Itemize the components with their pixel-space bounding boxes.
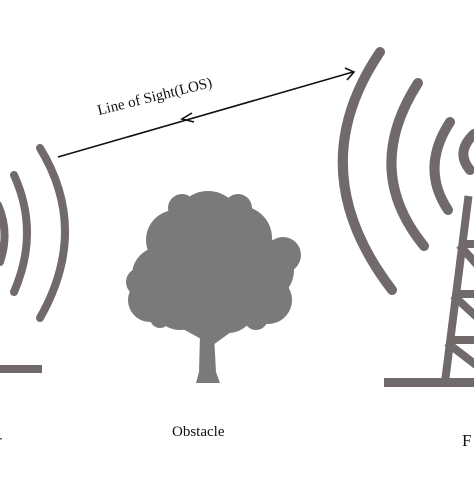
los-arrowhead-right: [344, 67, 356, 81]
right-device-label-partial: F: [462, 431, 472, 450]
tower-cross-2: [450, 292, 474, 320]
left-device-label-partial: r: [0, 431, 2, 451]
left-signal-arc-inner: [0, 201, 9, 266]
left-antenna-base: [0, 365, 42, 373]
tower-base: [384, 378, 474, 387]
left-signal-arc-middle: [10, 171, 31, 296]
right-signal-arcs: [337, 47, 474, 295]
los-arrowhead-middle: [179, 112, 195, 123]
left-signal-arc-outer: [36, 144, 69, 322]
los-line: [57, 71, 354, 158]
los-double-arrow-icon: [57, 67, 356, 158]
left-antenna-signal-icon: [0, 144, 69, 373]
right-signal-arc-middle: [386, 78, 429, 251]
right-signal-arc-small: [458, 129, 474, 175]
tower-cross-1: [456, 242, 474, 268]
tree-trunk: [196, 335, 220, 383]
tree-icon: [126, 191, 301, 383]
tower-structure: [440, 195, 474, 387]
right-cell-tower-icon: [337, 47, 474, 387]
tree-canopy: [126, 191, 301, 338]
tower-cross-3: [444, 339, 474, 369]
right-signal-arc-outer: [337, 47, 397, 295]
obstacle-label: Obstacle: [172, 424, 225, 440]
right-signal-arc-inner: [429, 117, 455, 215]
